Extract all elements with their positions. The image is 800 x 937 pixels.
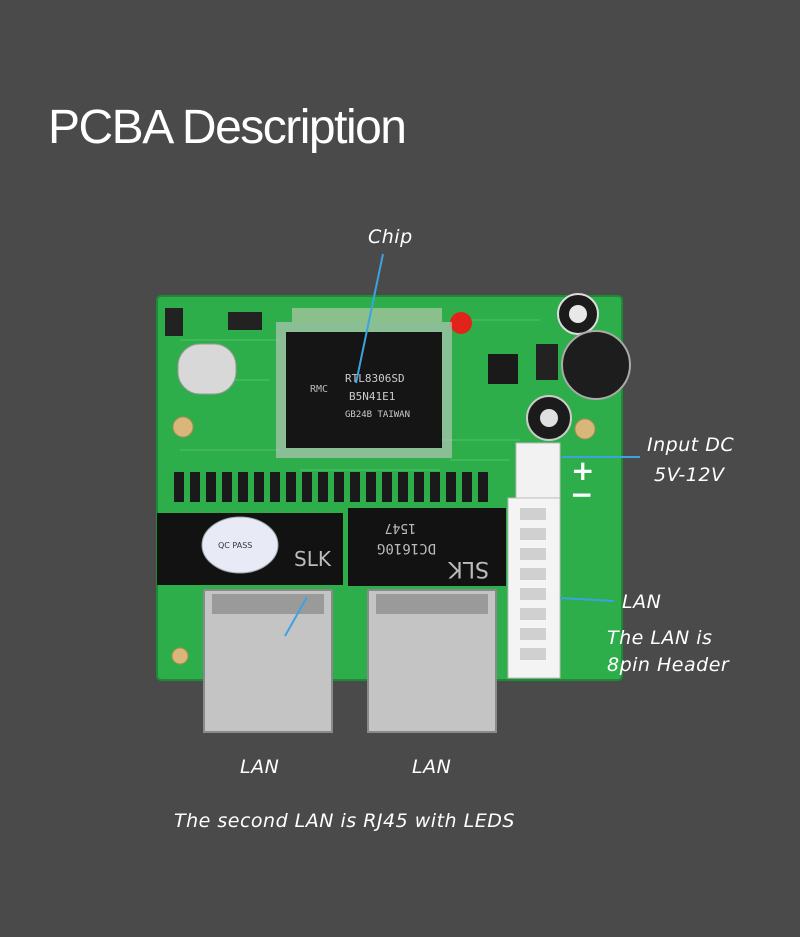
lan-header-label: LAN [622, 591, 662, 613]
callout-lines [284, 253, 640, 637]
input-dc-voltage-label: 5V-12V [654, 464, 725, 486]
pcb-traces [180, 319, 540, 471]
chip-label: Chip [368, 226, 413, 248]
chip-batch: B5N41E1 [349, 390, 395, 403]
transformer-right-model: DC1610G [377, 540, 436, 556]
chip-model: RTL8306SD [345, 372, 405, 385]
input-dc-label: Input DC [647, 434, 735, 456]
chip-logo: RMC [310, 384, 328, 395]
lan-header-desc-line1: The LAN is [607, 627, 713, 649]
mount-hole [574, 418, 596, 440]
transformer-right [348, 508, 506, 586]
transformer-right-code: 1547 [385, 520, 416, 535]
lan-header-desc-line2: 8pin Header [607, 654, 730, 676]
plus-polarity-label: + [571, 454, 595, 487]
lan-port-label-1: LAN [240, 756, 280, 778]
mount-hole [172, 416, 194, 438]
qc-sticker-text: QC PASS [218, 541, 252, 550]
footer-caption: The second LAN is RJ45 with LEDS [174, 810, 515, 832]
lan-port-label-2: LAN [412, 756, 452, 778]
transformer-left-brand: SLK [294, 547, 332, 571]
mount-hole [171, 647, 189, 665]
qc-sticker [201, 516, 279, 574]
chip-origin: GB24B TAIWAN [345, 410, 410, 420]
red-led [450, 312, 472, 334]
ethernet-switch-chip [286, 332, 442, 448]
inductor [561, 330, 631, 400]
transformer-right-brand: SLK [448, 556, 489, 581]
power-connector [515, 442, 561, 504]
minus-polarity-label: − [570, 478, 594, 511]
crystal-oscillator [177, 343, 237, 395]
page-title: PCBA Description [48, 101, 407, 154]
